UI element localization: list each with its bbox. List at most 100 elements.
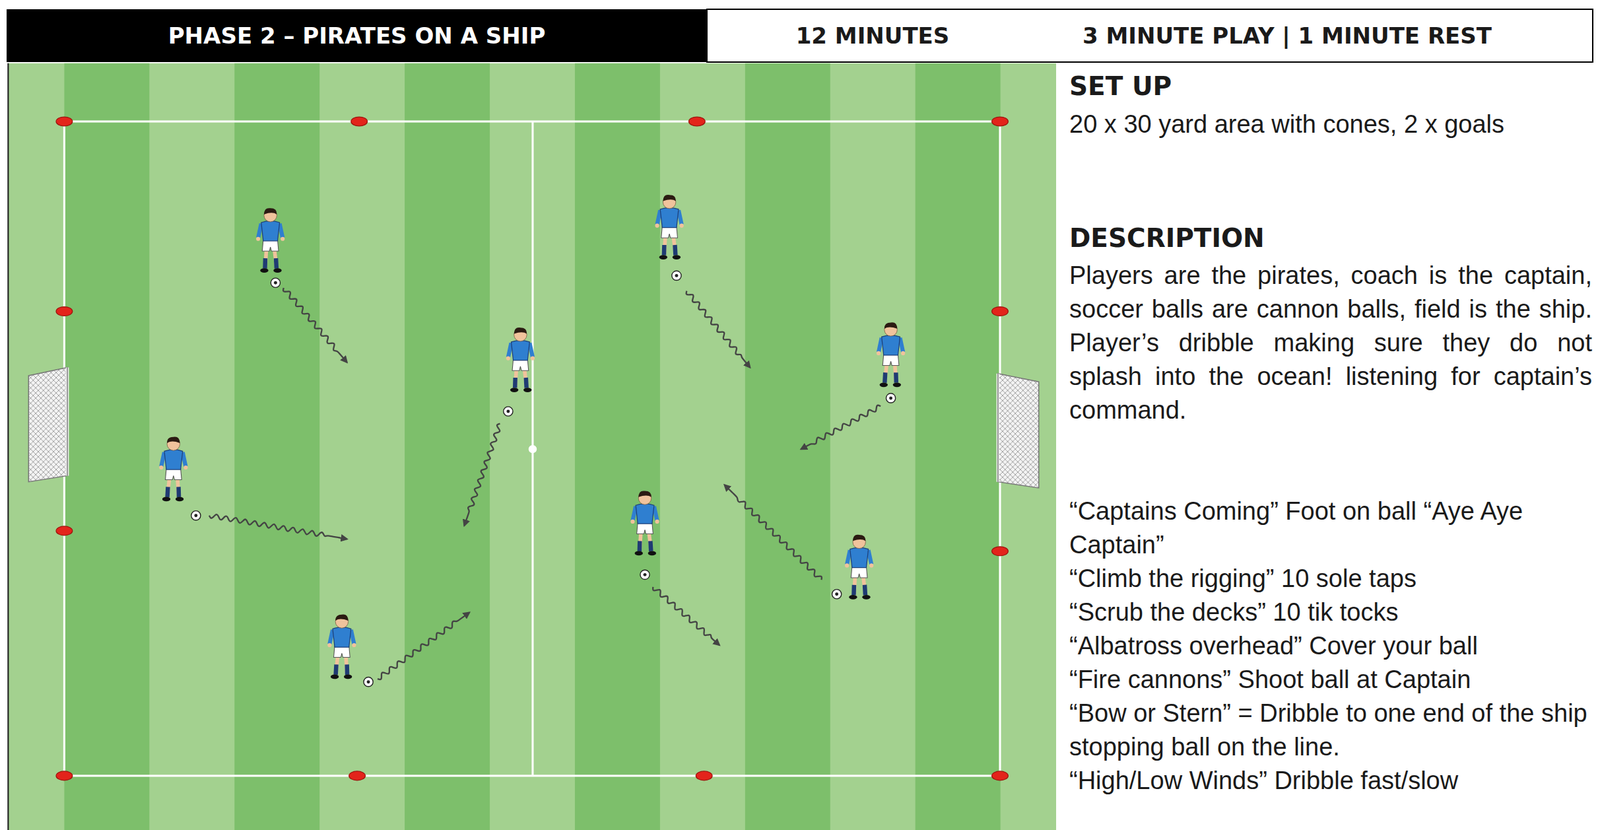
- player-hand: [327, 642, 332, 647]
- player-sock: [853, 584, 865, 595]
- player-figure: [844, 534, 874, 600]
- goal: [998, 373, 1039, 488]
- player-figure: [159, 436, 188, 501]
- soccer-ball: [363, 677, 373, 687]
- player-shirt: [881, 335, 901, 356]
- ball-body: [270, 277, 280, 288]
- player-boot: [634, 550, 643, 556]
- goal-post: [66, 367, 70, 476]
- player-hair: [514, 327, 527, 334]
- dribble-arrow: [209, 514, 348, 539]
- player-sock: [264, 258, 276, 268]
- coach-command: “Bow or Stern” = Dribble to one end of t…: [1069, 696, 1593, 764]
- player-boot: [848, 594, 857, 600]
- ball-patch: [834, 592, 839, 596]
- goal: [28, 367, 68, 482]
- player-shirt: [261, 221, 280, 241]
- ball-patch: [194, 513, 198, 517]
- dribble-arrow: [283, 287, 348, 363]
- player-hand: [630, 519, 635, 524]
- ball-body: [832, 589, 842, 599]
- title-bar: [6, 9, 707, 63]
- player-hair: [662, 194, 676, 201]
- session-title: PHASE 2 – PIRATES ON A SHIP: [6, 21, 707, 51]
- ball-patch: [643, 572, 647, 577]
- player-hand: [679, 223, 684, 228]
- player-boot: [273, 267, 282, 273]
- pitch-stripe: [64, 63, 150, 830]
- player-boot: [343, 674, 352, 680]
- pitch-stripe: [745, 63, 831, 830]
- marker-cone: [695, 770, 713, 781]
- marker-cone: [992, 546, 1009, 556]
- section-heading: SET UP: [1069, 69, 1593, 103]
- pitch-stripe: [234, 63, 320, 830]
- coach-command: “Fire cannons” Shoot ball at Captain: [1069, 662, 1593, 697]
- pitch-stripe: [574, 63, 661, 830]
- player-sock: [167, 486, 179, 497]
- ball-body: [885, 393, 896, 403]
- player-sock: [664, 244, 676, 255]
- player-shorts: [333, 646, 351, 658]
- soccer-ball: [503, 406, 513, 416]
- player-boot: [879, 382, 888, 387]
- player-figure: [506, 327, 535, 393]
- player-shirt: [635, 503, 655, 524]
- coach-command: “High/Low Winds” Dribble fast/slow: [1069, 763, 1593, 798]
- dribble-arrow: [801, 405, 882, 449]
- player-boot: [862, 594, 870, 600]
- player-hand: [256, 236, 261, 241]
- player-boot: [523, 387, 532, 393]
- touch-line: [64, 121, 1000, 776]
- player-hair: [335, 613, 348, 620]
- pitch: [7, 63, 1057, 830]
- player-figure: [630, 490, 659, 556]
- player-boot: [659, 254, 668, 260]
- marker-cone: [56, 306, 73, 317]
- goal-net: [998, 373, 1039, 488]
- setup-text: 20 x 30 yard area with cones, 2 x goals: [1069, 107, 1593, 142]
- player-figure: [327, 613, 356, 679]
- player-boot: [648, 550, 657, 556]
- pitch-stripe: [404, 63, 490, 830]
- coach-command: “Scrub the decks” 10 tik tocks: [1069, 595, 1593, 630]
- player-hair: [166, 436, 180, 443]
- player-shorts: [636, 522, 654, 534]
- marker-cone: [688, 116, 705, 127]
- pitch-ground: [7, 63, 1057, 830]
- player-shorts: [850, 566, 868, 578]
- player-hand: [844, 563, 849, 567]
- centre-spot: [528, 444, 537, 453]
- marker-cone: [56, 116, 73, 127]
- player-boot: [672, 254, 681, 260]
- goal-post: [997, 373, 999, 482]
- player-hand: [654, 519, 659, 524]
- player-shorts: [165, 468, 182, 480]
- player-shirt: [332, 627, 352, 647]
- ball-patch: [889, 396, 893, 400]
- player-shirt: [850, 547, 869, 567]
- player-sock: [514, 377, 527, 388]
- player-hand: [869, 563, 874, 567]
- ball-patch: [674, 273, 678, 278]
- work-rest: 3 MINUTE PLAY | 1 MINUTE REST: [1026, 21, 1548, 51]
- soccer-ball: [640, 569, 650, 579]
- player-boot: [893, 382, 901, 387]
- soccer-ball: [885, 393, 896, 403]
- coach-command: “Albatross overhead” Cover your ball: [1069, 629, 1593, 663]
- marker-cone: [992, 116, 1009, 127]
- ball-body: [503, 406, 513, 416]
- ball-body: [640, 569, 650, 579]
- player-shorts: [882, 353, 900, 366]
- marker-cone: [349, 770, 366, 781]
- player-hand: [280, 236, 285, 241]
- player-figure: [876, 322, 905, 387]
- marker-cone: [351, 116, 368, 127]
- duration: 12 MINUTES: [773, 21, 972, 51]
- marker-cone: [992, 306, 1009, 317]
- player-sock: [335, 664, 348, 674]
- ball-body: [671, 270, 682, 280]
- player-hair: [884, 322, 898, 329]
- player-hand: [900, 351, 905, 356]
- soccer-ball: [671, 270, 682, 280]
